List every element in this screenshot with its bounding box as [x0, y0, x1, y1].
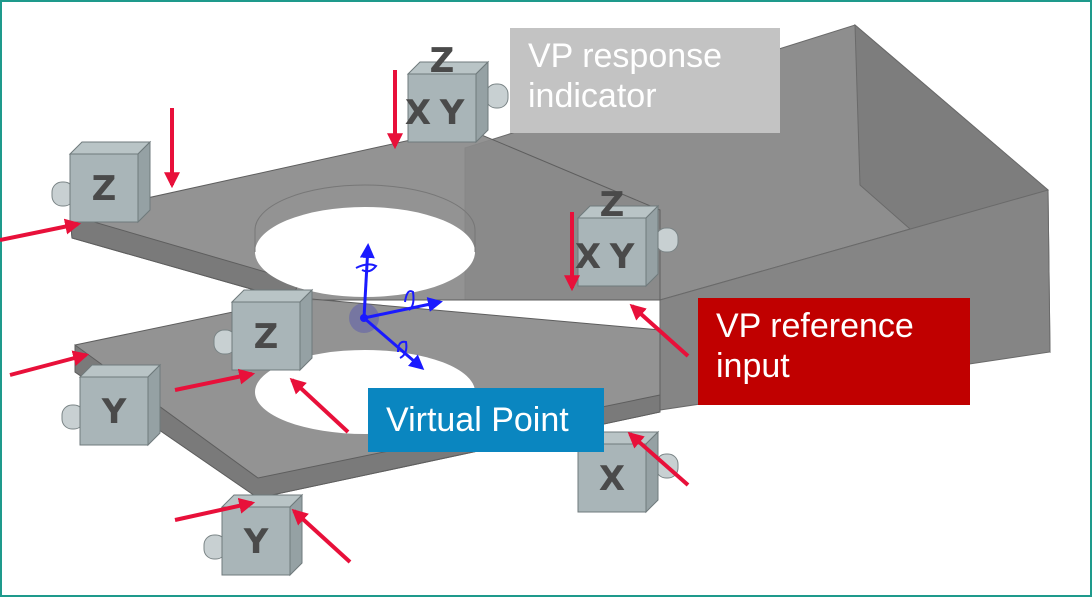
virtual-point-label: Virtual Point	[368, 388, 604, 452]
cube-axis-letter: Y	[439, 93, 465, 133]
rotation-z-icon	[355, 263, 378, 273]
vp-reference-input-label: VP reference input	[698, 298, 970, 405]
arrow-7	[174, 368, 256, 392]
arrow-11	[291, 508, 352, 564]
cube-axis-letter: Z	[254, 317, 279, 357]
rotation-y-icon	[404, 290, 415, 311]
rotation-x-icon	[397, 340, 408, 359]
arrow-3	[0, 218, 82, 242]
arrow-6	[9, 350, 90, 377]
cube-axis-letter: X	[405, 93, 431, 133]
axis-z-arrow	[359, 243, 375, 319]
cube-axis-letter: X	[575, 237, 601, 277]
cube-axis-letter: X	[599, 459, 625, 499]
force-arrows	[0, 70, 690, 564]
sensor-right-middle-cube: ZYX	[575, 185, 679, 288]
cube-axis-letter: Z	[600, 185, 625, 225]
cube-axis-letter: Z	[430, 41, 455, 81]
sensor-right-front-cube: X	[576, 430, 679, 514]
axis-y-arrow	[363, 297, 443, 320]
sensor-front-cube: Y	[203, 493, 304, 577]
vp-response-indicator-label: VP response indicator	[510, 28, 780, 133]
sensor-top-back-cube: ZYX	[405, 41, 509, 144]
arrow-8	[289, 377, 350, 434]
arrow-5	[629, 303, 690, 358]
sensor-left-front-cube: Y	[61, 363, 162, 447]
arrow-9	[627, 431, 690, 487]
cube-axis-letter: Y	[243, 522, 269, 562]
cube-axis-letter: Y	[609, 237, 635, 277]
cube-axis-letter: Y	[101, 392, 127, 432]
sensor-center-cube: Z	[213, 288, 314, 372]
arrow-10	[174, 497, 256, 522]
virtual-point-axes	[349, 243, 443, 370]
cube-axis-letter: Z	[92, 169, 117, 209]
axis-x-arrow	[363, 316, 425, 370]
sensor-left-back-cube: Z	[51, 140, 152, 224]
